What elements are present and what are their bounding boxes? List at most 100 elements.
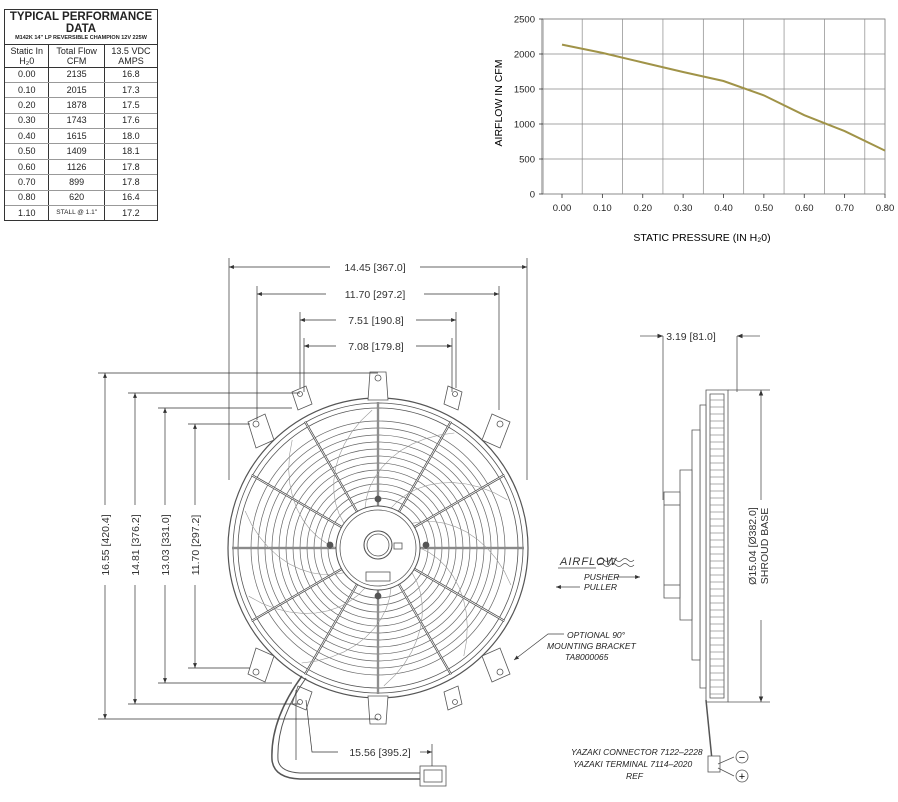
y-tick-label: 0	[530, 190, 535, 201]
flow-cell: 620	[48, 190, 105, 207]
y-tick-label: 2000	[514, 50, 535, 61]
guard-ring	[278, 448, 478, 648]
guard-spoke	[304, 421, 358, 513]
fan-side-view	[640, 333, 770, 783]
flow-cell: 2015	[48, 82, 105, 99]
guard-ring	[327, 497, 429, 599]
x-tick-label: 0.80	[876, 203, 895, 214]
flow-cell: 1615	[48, 128, 105, 145]
guard-spoke-highlight	[398, 421, 452, 512]
fan-guard-spokes	[232, 402, 524, 694]
guard-spoke-highlight	[398, 584, 452, 675]
static-pressure-cell: 0.50	[5, 143, 50, 160]
dim-inner-width-1: 7.51 [190.8]	[348, 315, 404, 327]
flow-cell: 2135	[48, 67, 105, 83]
static-pressure-cell: 0.00	[5, 67, 50, 83]
bracket-note-line1: OPTIONAL 90°	[567, 630, 626, 640]
x-tick-label: 0.50	[755, 203, 774, 214]
hub-screws	[326, 495, 430, 600]
static-pressure-cell: 1.10	[5, 205, 50, 221]
x-tick-label: 0.00	[553, 203, 572, 214]
vertical-dimensions	[98, 372, 378, 720]
guard-spoke-highlight	[304, 584, 358, 675]
dim-inner-width-2: 7.08 [179.8]	[348, 341, 404, 353]
bracket-note-line2: MOUNTING BRACKET	[547, 641, 637, 651]
airflow-label: AIRFLOW	[559, 556, 618, 568]
guard-spoke	[398, 421, 452, 513]
guard-spoke	[251, 474, 343, 528]
dim-overall-width: 14.45 [367.0]	[344, 262, 405, 274]
airflow-indicator	[513, 558, 640, 661]
flow-cell: STALL @ 1.1"	[48, 205, 105, 221]
fan-guard-rings	[250, 420, 506, 676]
guard-ring	[285, 455, 471, 641]
static-pressure-cell: 0.30	[5, 113, 50, 130]
dim-depth: 3.19 [81.0]	[666, 331, 716, 343]
guard-ring	[257, 427, 499, 669]
fan-blades	[244, 409, 512, 687]
chart-grid	[541, 18, 886, 195]
dim-lead-length: 15.56 [395.2]	[349, 747, 410, 759]
guard-ring	[264, 434, 492, 662]
flow-cell: 1743	[48, 113, 105, 130]
guard-ring	[299, 469, 457, 627]
guard-ring	[313, 483, 443, 613]
y-tick-label: 1000	[514, 120, 535, 131]
guard-spoke	[304, 583, 358, 675]
bracket-note-line3: TA8000065	[565, 652, 609, 662]
dim-height-4: 11.70 [297.2]	[190, 515, 202, 576]
guard-spoke-highlight	[304, 421, 358, 512]
fan-blade	[288, 439, 337, 549]
fan-blade	[333, 409, 373, 524]
side-view-fins	[710, 399, 724, 695]
dim-mount-width: 11.70 [297.2]	[345, 289, 406, 301]
terminal-plus: +	[739, 771, 745, 783]
fan-blade	[383, 572, 423, 687]
fan-blade	[419, 547, 468, 657]
fan-blade	[390, 482, 508, 509]
dim-shroud-diameter: Ø15.04 [Ø382.0]	[747, 507, 759, 585]
fan-blade	[244, 510, 345, 575]
airflow-series-line	[561, 43, 886, 152]
guard-spoke	[413, 568, 505, 622]
static-pressure-cell: 0.70	[5, 174, 50, 191]
fan-blade	[411, 521, 512, 586]
flow-cell: 1409	[48, 143, 105, 160]
connector-note-line1: YAZAKI CONNECTOR 7122–2228	[571, 747, 703, 757]
x-tick-label: 0.70	[835, 203, 854, 214]
guard-spoke-highlight	[251, 568, 342, 622]
horizontal-dimensions	[228, 258, 528, 480]
performance-table: TYPICAL PERFORMANCE DATA M142K 14" LP RE…	[4, 9, 158, 222]
dim-shroud-label: SHROUD BASE	[759, 508, 771, 584]
guard-spoke	[413, 474, 505, 528]
amps-cell: 18.1	[104, 143, 157, 160]
guard-spoke-highlight	[414, 474, 505, 528]
dim-height-3: 13.03 [331.0]	[160, 514, 172, 575]
guard-spoke-highlight	[414, 568, 505, 622]
static-pressure-cell: 0.60	[5, 159, 50, 176]
fan-blade	[248, 587, 366, 614]
static-pressure-cell: 0.80	[5, 190, 50, 207]
connector-note-line3: REF	[626, 771, 644, 781]
static-pressure-cell: 0.20	[5, 97, 50, 114]
x-tick-label: 0.20	[634, 203, 653, 214]
pusher-label: PUSHER	[584, 572, 619, 582]
amps-cell: 17.5	[104, 97, 157, 114]
guard-ring	[306, 476, 450, 620]
guard-ring	[271, 441, 485, 655]
x-tick-label: 0.30	[674, 203, 693, 214]
mounting-tabs	[247, 371, 511, 725]
x-tick-label: 0.40	[714, 203, 733, 214]
